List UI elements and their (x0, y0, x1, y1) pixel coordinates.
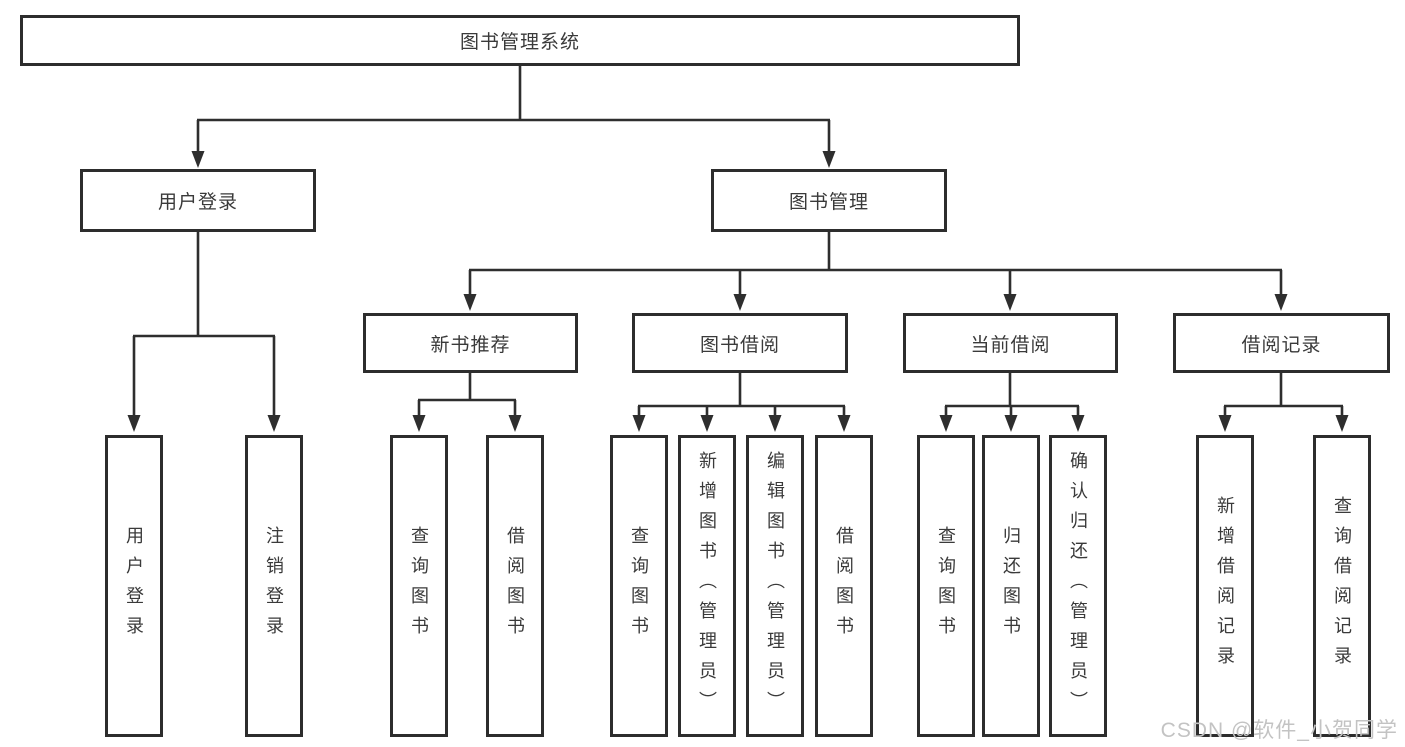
node-label: 确认归还（管理员） (1068, 451, 1088, 721)
node-label: 查询图书 (409, 526, 429, 646)
node-label: 借阅图书 (834, 526, 854, 646)
node-label: 查询借阅记录 (1332, 496, 1352, 676)
leaf-query-borrow-record: 查询借阅记录 (1313, 435, 1371, 737)
node-label: 借阅图书 (505, 526, 525, 646)
node-label: 新增借阅记录 (1215, 496, 1235, 676)
leaf-borrow-books-recommend: 借阅图书 (486, 435, 544, 737)
connector-userlogin-to-leaves (132, 232, 276, 416)
leaf-return-book: 归还图书 (982, 435, 1040, 737)
node-label: 注销登录 (264, 526, 284, 646)
leaf-edit-book-admin: 编辑图书（管理员） (746, 435, 804, 737)
node-label: 图书管理 (788, 192, 869, 213)
connector-newbook-to-leaves (417, 372, 517, 416)
csdn-watermark: CSDN @软件_小贺同学 (1160, 719, 1398, 742)
node-label: 编辑图书（管理员） (765, 451, 785, 721)
node-current-borrow: 当前借阅 (903, 313, 1118, 373)
node-label: 归还图书 (1001, 526, 1021, 646)
connector-currentborrow-to-leaves (944, 372, 1080, 416)
leaf-borrow-books: 借阅图书 (815, 435, 873, 737)
node-label: 用户登录 (157, 192, 238, 213)
connector-borrowrecords-to-leaves (1223, 372, 1344, 416)
leaf-query-books-borrow: 查询图书 (610, 435, 668, 737)
leaf-user-login: 用户登录 (105, 435, 163, 737)
node-label: 查询图书 (629, 526, 649, 646)
node-label: 图书借阅 (699, 334, 780, 356)
leaf-logout: 注销登录 (245, 435, 303, 737)
node-book-borrow: 图书借阅 (632, 313, 848, 373)
connector-root-to-level2 (196, 66, 831, 152)
node-borrow-records: 借阅记录 (1173, 313, 1390, 373)
leaf-add-book-admin: 新增图书（管理员） (678, 435, 736, 737)
node-book-management: 图书管理 (711, 169, 947, 232)
connector-bookborrow-to-leaves (637, 372, 846, 416)
node-label: 新增图书（管理员） (697, 451, 717, 721)
leaf-confirm-return-admin: 确认归还（管理员） (1049, 435, 1107, 737)
node-label: 图书管理系统 (459, 32, 580, 53)
node-label: 新书推荐 (430, 334, 511, 356)
node-user-login: 用户登录 (80, 169, 316, 232)
node-label: 借阅记录 (1241, 334, 1322, 356)
leaf-add-borrow-record: 新增借阅记录 (1196, 435, 1254, 737)
node-label: 当前借阅 (970, 334, 1051, 356)
leaf-query-books-recommend: 查询图书 (390, 435, 448, 737)
node-label: 查询图书 (936, 526, 956, 646)
node-label: 用户登录 (124, 526, 144, 646)
node-library-management-system: 图书管理系统 (20, 15, 1020, 66)
connector-bookmgmt-to-level3 (468, 232, 1283, 295)
leaf-query-books-current: 查询图书 (917, 435, 975, 737)
node-new-book-recommend: 新书推荐 (363, 313, 578, 373)
